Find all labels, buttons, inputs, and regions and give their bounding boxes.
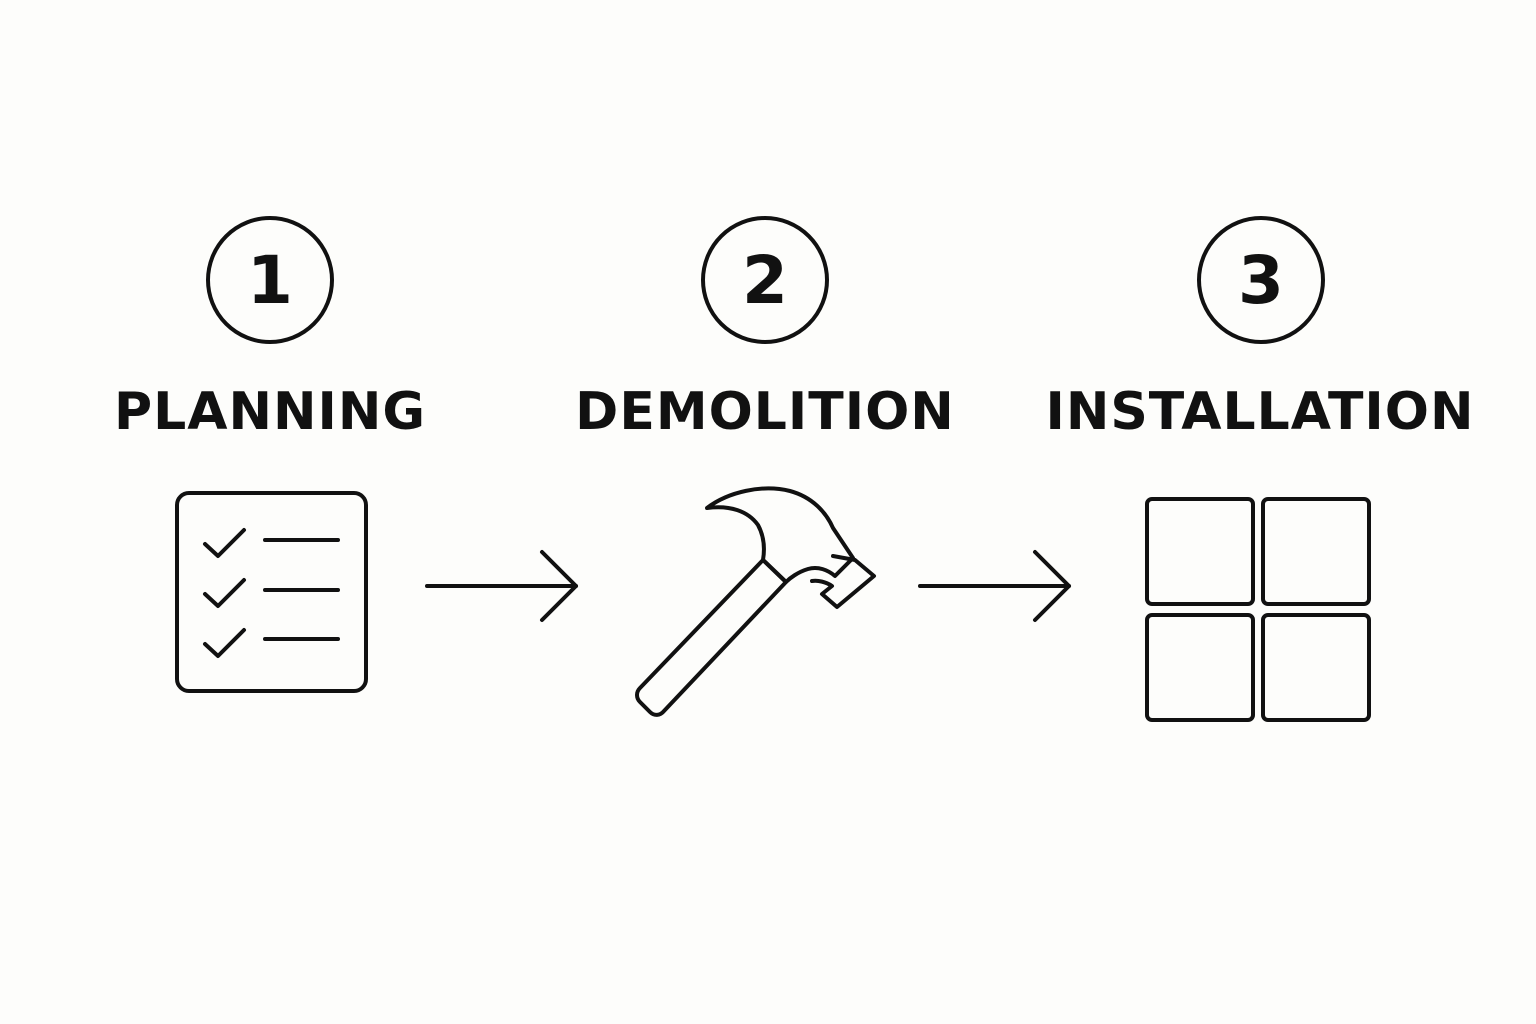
step-1-number-badge: 1 [206,216,334,344]
step-2-number-badge: 2 [701,216,829,344]
step-2-number: 2 [742,242,788,319]
checklist-icon [175,491,368,693]
tiles-icon [1145,497,1371,722]
step-3-number-badge: 3 [1197,216,1325,344]
step-1-number: 1 [247,242,293,319]
step-2-label: DEMOLITION [575,382,955,442]
arrow-right-icon [425,550,578,622]
step-3-label: INSTALLATION [1045,382,1475,442]
step-1-label: PLANNING [113,382,427,442]
step-3-number: 3 [1238,242,1284,319]
arrow-right-icon [918,550,1071,622]
hammer-icon [635,486,876,717]
